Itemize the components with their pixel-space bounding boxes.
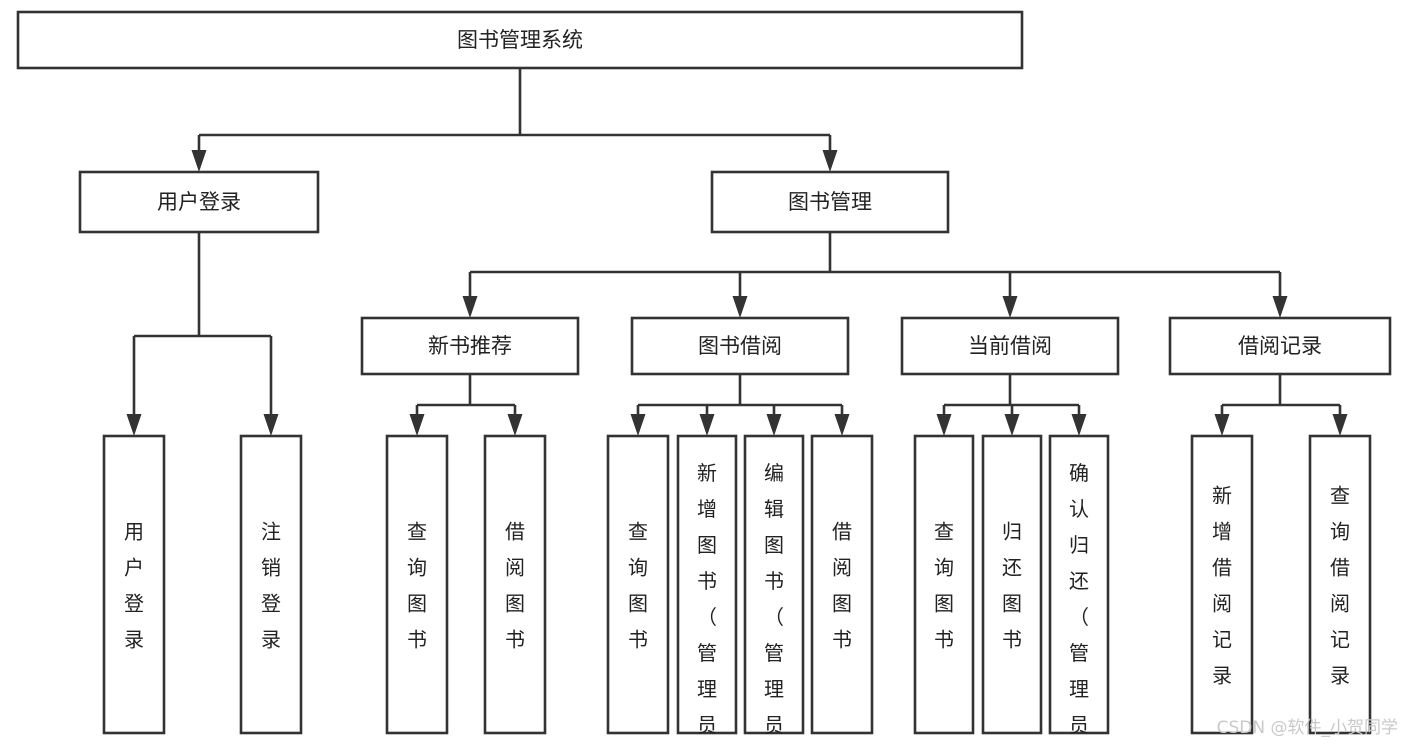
node-label-root: 图书管理系统 [457,28,583,52]
node-current-borrow[interactable]: 当前借阅 [900,316,1120,376]
node-root[interactable]: 图书管理系统 [16,10,1024,70]
node-label-leaf-query-book-borrow: 查询图书 [628,520,648,652]
node-label-current-borrow: 当前借阅 [968,334,1052,358]
node-box-root[interactable] [16,10,1024,70]
node-leaf-add-borrow-record[interactable]: 新增借阅记录 [1190,434,1254,735]
node-leaf-logout-login[interactable]: 注销登录 [239,434,303,735]
node-box-leaf-return-book[interactable] [981,434,1043,735]
node-borrow-record[interactable]: 借阅记录 [1168,316,1392,376]
node-box-leaf-confirm-return[interactable] [1048,434,1110,735]
node-box-current-borrow[interactable] [900,316,1120,376]
node-leaf-query-book-recommend[interactable]: 查询图书 [385,434,449,735]
node-label-leaf-edit-book: 编辑图书（管理员） [764,461,784,747]
node-leaf-query-book-current[interactable]: 查询图书 [913,434,975,735]
node-label-leaf-query-borrow-record: 查询借阅记录 [1330,484,1350,688]
watermark-label: CSDN @软件_小贺同学 [1217,718,1398,738]
node-label-borrow-record: 借阅记录 [1238,334,1322,358]
node-box-book-borrow[interactable] [630,316,850,376]
node-label-leaf-add-borrow-record: 新增借阅记录 [1212,484,1232,688]
node-box-leaf-logout-login[interactable] [239,434,303,735]
node-box-new-book-recommend[interactable] [360,316,580,376]
node-label-leaf-confirm-return: 确认归还（管理员） [1069,461,1089,747]
node-label-book-manage: 图书管理 [788,190,872,214]
node-box-user-login[interactable] [78,170,320,234]
node-leaf-add-book[interactable]: 新增图书（管理员） [676,434,738,747]
connectors-layer [126,68,1348,436]
node-leaf-confirm-return[interactable]: 确认归还（管理员） [1048,434,1110,747]
node-user-login[interactable]: 用户登录 [78,170,320,234]
node-new-book-recommend[interactable]: 新书推荐 [360,316,580,376]
node-box-leaf-user-login[interactable] [102,434,166,735]
node-label-leaf-query-book-recommend: 查询图书 [407,520,427,652]
node-label-leaf-borrow-book-recommend: 借阅图书 [505,520,525,652]
node-box-leaf-borrow-book[interactable] [810,434,874,735]
node-box-leaf-query-book-borrow[interactable] [606,434,670,735]
node-label-book-borrow: 图书借阅 [698,334,782,358]
connector-group [936,374,1087,436]
connector-group [409,374,523,436]
node-box-leaf-add-borrow-record[interactable] [1190,434,1254,735]
node-leaf-query-borrow-record[interactable]: 查询借阅记录 [1308,434,1372,735]
node-box-leaf-query-book-current[interactable] [913,434,975,735]
node-label-leaf-add-book: 新增图书（管理员） [697,461,717,747]
node-box-leaf-borrow-book-recommend[interactable] [483,434,547,735]
node-leaf-edit-book[interactable]: 编辑图书（管理员） [743,434,805,747]
node-label-new-book-recommend: 新书推荐 [428,334,512,358]
node-leaf-return-book[interactable]: 归还图书 [981,434,1043,735]
node-leaf-query-book-borrow[interactable]: 查询图书 [606,434,670,735]
connector-group [126,232,279,436]
connector-group [462,232,1288,318]
node-label-leaf-return-book: 归还图书 [1002,520,1022,652]
node-label-leaf-user-login: 用户登录 [124,520,144,652]
node-label-leaf-query-book-current: 查询图书 [934,520,954,652]
node-book-manage[interactable]: 图书管理 [710,170,950,234]
connector-group [630,374,850,436]
connector-group [1214,374,1348,436]
boxes-layer: 图书管理系统用户登录图书管理新书推荐图书借阅当前借阅借阅记录用户登录注销登录查询… [16,10,1392,747]
node-leaf-borrow-book-recommend[interactable]: 借阅图书 [483,434,547,735]
node-book-borrow[interactable]: 图书借阅 [630,316,850,376]
node-box-leaf-query-book-recommend[interactable] [385,434,449,735]
node-box-book-manage[interactable] [710,170,950,234]
node-box-borrow-record[interactable] [1168,316,1392,376]
node-box-leaf-add-book[interactable] [676,434,738,735]
node-label-leaf-borrow-book: 借阅图书 [832,520,852,652]
node-leaf-user-login[interactable]: 用户登录 [102,434,166,735]
node-label-user-login: 用户登录 [157,190,241,214]
node-label-leaf-logout-login: 注销登录 [261,520,281,652]
connector-group [191,68,838,172]
node-box-leaf-edit-book[interactable] [743,434,805,735]
node-box-leaf-query-borrow-record[interactable] [1308,434,1372,735]
node-leaf-borrow-book[interactable]: 借阅图书 [810,434,874,735]
